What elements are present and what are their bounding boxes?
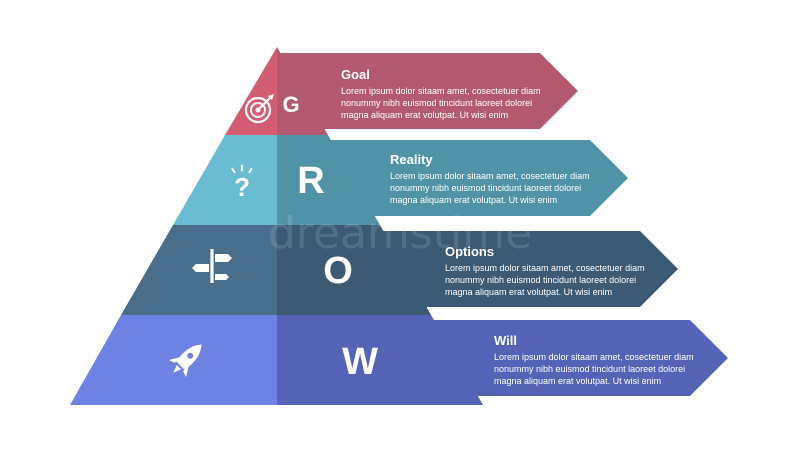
goal-line-2: nonummy nibh euismod tincidunt laoreet d…: [341, 98, 532, 108]
goal-banner: [278, 53, 578, 129]
reality-line-1: Lorem ipsum dolor sitaam amet, cosectetu…: [390, 171, 590, 181]
options-banner: [340, 231, 678, 307]
reality-letter: R: [297, 160, 324, 202]
reality-banner: [300, 140, 628, 216]
reality-line-3: magna aliquam erat volutpat. Ut wisi eni…: [390, 195, 557, 205]
will-banner: [380, 320, 728, 396]
options-letter: O: [323, 250, 353, 292]
signpost-icon: [192, 249, 232, 283]
reality-title: Reality: [390, 152, 433, 167]
goal-line-1: Lorem ipsum dolor sitaam amet, cosectetu…: [341, 86, 541, 96]
will-tier-right: [277, 315, 483, 405]
options-text-block: Options Lorem ipsum dolor sitaam amet, c…: [445, 244, 645, 297]
will-letter: W: [342, 341, 378, 383]
will-line-1: Lorem ipsum dolor sitaam amet, cosectetu…: [494, 352, 694, 362]
options-line-1: Lorem ipsum dolor sitaam amet, cosectetu…: [445, 263, 645, 273]
reality-tier-right: [277, 135, 380, 225]
reality-line-2: nonummy nibh euismod tincidunt laoreet d…: [390, 183, 581, 193]
goal-line-3: magna aliquam erat volutpat. Ut wisi eni…: [341, 110, 508, 120]
options-line-3: magna aliquam erat volutpat. Ut wisi eni…: [445, 287, 612, 297]
watermark: dreamstime: [268, 208, 532, 259]
goal-title: Goal: [341, 67, 370, 82]
reality-tier-left: [173, 135, 277, 225]
goal-text-block: Goal Lorem ipsum dolor sitaam amet, cose…: [341, 67, 541, 120]
goal-tier-left: [225, 47, 277, 135]
will-line-3: magna aliquam erat volutpat. Ut wisi eni…: [494, 376, 661, 386]
options-tier-right: [277, 225, 431, 315]
options-line-2: nonummy nibh euismod tincidunt laoreet d…: [445, 275, 636, 285]
goal-letter: G: [282, 92, 299, 117]
question-icon: ?: [231, 165, 253, 202]
goal-tier-right: [277, 47, 328, 135]
will-line-2: nonummy nibh euismod tincidunt laoreet d…: [494, 364, 685, 374]
target-icon: [244, 94, 274, 124]
will-title: Will: [494, 333, 517, 348]
svg-text:?: ?: [234, 172, 250, 202]
reality-text-block: Reality Lorem ipsum dolor sitaam amet, c…: [390, 152, 590, 205]
options-title: Options: [445, 244, 494, 259]
will-text-block: Will Lorem ipsum dolor sitaam amet, cose…: [494, 333, 694, 386]
